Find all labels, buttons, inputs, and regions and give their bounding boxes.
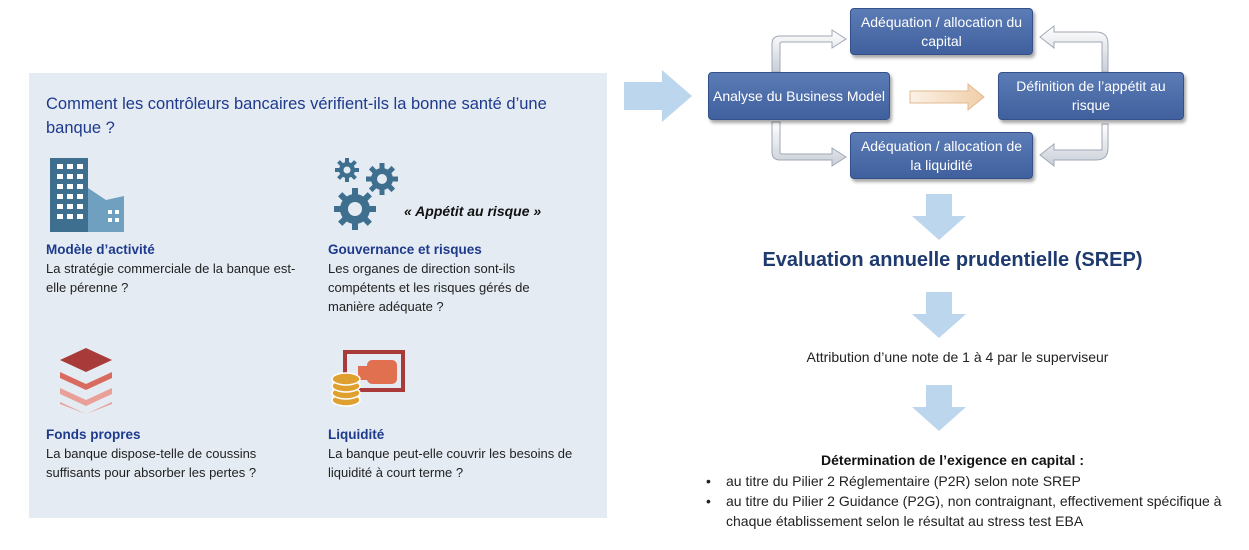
down-arrow-icon [912, 194, 966, 240]
item-description: La banque peut-elle couvrir les besoins … [328, 446, 573, 480]
box-label: Analyse du Business Model [713, 87, 885, 104]
item-title: Fonds propres [46, 427, 141, 442]
srep-heading: Evaluation annuelle prudentielle (SREP) [762, 249, 1143, 271]
diagram-connectors [771, 24, 1109, 168]
coins-icon [331, 350, 405, 407]
box-label: Définition de l’appétit au risque [1016, 78, 1166, 113]
building-icon [50, 158, 124, 232]
item-title: Liquidité [328, 427, 385, 442]
appetit-label: « Appétit au risque » [404, 203, 542, 219]
box-liquidite: Adéquation / allocation de la liquidité [850, 132, 1033, 179]
info-panel: Comment les contrôleurs bancaires vérifi… [29, 73, 607, 518]
list-item: •au titre du Pilier 2 Réglementaire (P2R… [706, 473, 1081, 489]
list-item: •au titre du Pilier 2 Guidance (P2G), no… [706, 493, 1222, 529]
box-label: Adéquation / allocation du capital [860, 13, 1023, 49]
item-title: Modèle d’activité [46, 242, 155, 257]
item-description: La stratégie commerciale de la banque es… [46, 261, 296, 295]
item-gouvernance: Gouvernance et risques Les organes de di… [328, 240, 598, 316]
panel-title: Comment les contrôleurs bancaires vérifi… [46, 95, 547, 137]
down-arrow-icon [912, 385, 966, 431]
right-arrow-icon [624, 70, 692, 122]
item-liquidite: Liquidité La banque peut-elle couvrir le… [328, 425, 598, 482]
down-arrow-icon [912, 292, 966, 338]
note-text: Attribution d’une note de 1 à 4 par le s… [806, 349, 1109, 365]
box-appetit-risque: Définition de l’appétit au risque [998, 72, 1184, 120]
box-label: Adéquation / allocation de la liquidité [860, 137, 1023, 173]
bullet-text: au titre du Pilier 2 Réglementaire (P2R)… [726, 473, 1081, 489]
layers-icon [60, 348, 112, 414]
gears-icon [334, 158, 398, 230]
box-capital: Adéquation / allocation du capital [850, 8, 1033, 55]
item-modele-activite: Modèle d’activité La stratégie commercia… [46, 240, 316, 297]
item-fonds-propres: Fonds propres La banque dispose-telle de… [46, 425, 316, 482]
item-description: La banque dispose-telle de coussins suff… [46, 446, 257, 480]
item-title: Gouvernance et risques [328, 242, 482, 257]
box-business-model: Analyse du Business Model [708, 72, 890, 120]
determination-list: •au titre du Pilier 2 Réglementaire (P2R… [706, 471, 1241, 531]
item-description: Les organes de direction sont-ils compét… [328, 261, 530, 314]
determination-title: Détermination de l’exigence en capital : [821, 452, 1084, 468]
bullet-text: au titre du Pilier 2 Guidance (P2G), non… [726, 493, 1222, 529]
